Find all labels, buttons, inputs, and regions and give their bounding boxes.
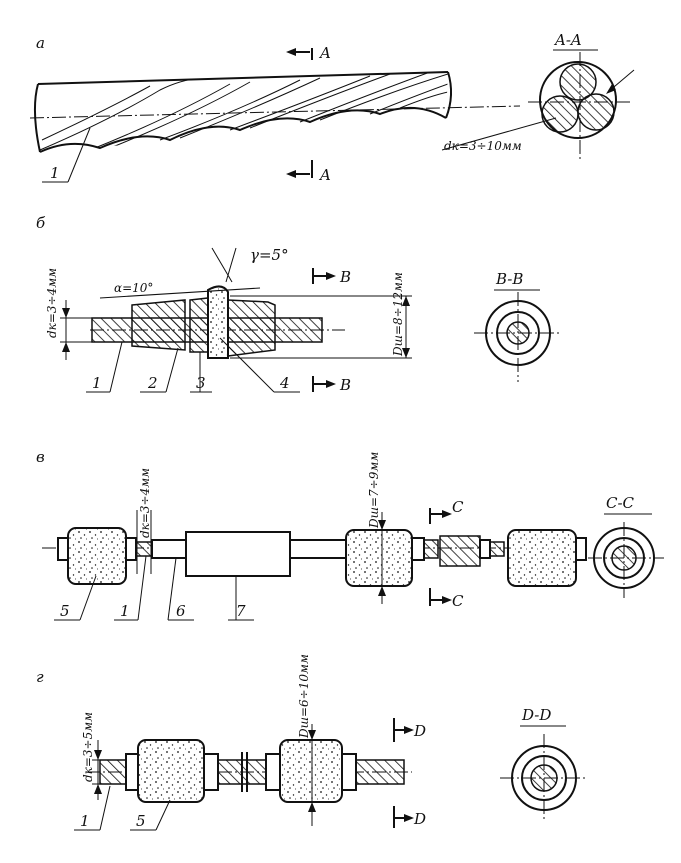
tool-b-bushing (131, 299, 186, 351)
tool-v-sleeve (185, 531, 291, 577)
tool-g-dsh-label: Dш=6÷10мм (297, 654, 311, 739)
panel-b-tool: б α=10° γ=5° dк=3÷4мм Dш=8÷12мм B (36, 214, 562, 394)
tool-b-dk-label: dк=3÷4мм (45, 268, 59, 338)
callout-v-5-leader (79, 575, 97, 621)
callout-v-1-leader (137, 555, 147, 621)
section-b-b-title: B-B (495, 270, 523, 288)
tool-g-bead-2 (279, 739, 343, 803)
tool-b-gamma-line-2 (225, 247, 237, 283)
callout-b-4-leader (219, 337, 275, 393)
section-d-bottom-label: D (413, 810, 426, 828)
tool-g-bead-1 (137, 739, 205, 803)
panel-b-letter: б (36, 214, 46, 232)
tool-g-collar-4 (341, 753, 357, 791)
wire-3 (577, 93, 615, 131)
callout-b-2: 2 (147, 374, 158, 392)
rope-strands (39, 72, 448, 151)
callout-v-1: 1 (120, 602, 130, 620)
tool-v-bead-2 (345, 529, 413, 587)
section-b-bottom-label: B (339, 376, 351, 394)
dk-note: dк=3÷10мм (444, 139, 522, 153)
section-c-top-label: C (452, 498, 464, 516)
callout-b-4: 4 (279, 374, 290, 392)
tool-g-collar-2 (203, 753, 219, 791)
section-a-top-label: A (318, 44, 331, 62)
section-a-bottom-label: A (318, 166, 331, 184)
tool-v-bead-1 (67, 527, 127, 585)
section-c-c-title: C-C (606, 494, 635, 512)
rope-top-edge (37, 71, 449, 85)
callout-g-5-leader (155, 799, 171, 831)
tool-v-collar-1 (125, 537, 137, 561)
tool-b-right-body (227, 299, 276, 357)
section-a-a-outline (539, 61, 617, 139)
callout-b-1: 1 (92, 374, 102, 392)
tool-b-ring (189, 297, 209, 353)
rope-left-end (33, 83, 41, 153)
tool-b-grain-segment (207, 285, 229, 359)
panel-g-letter: г (36, 668, 44, 686)
section-d-d-title: D-D (521, 706, 551, 724)
rope-bottom-edge (39, 106, 447, 153)
tool-v-bead-3 (507, 529, 577, 587)
callout-b-1-leader (109, 341, 123, 393)
tool-b-dsh-label: Dш=8÷12мм (391, 272, 405, 357)
panel-v-tool: в dк=3÷4мм Dш=7÷9мм C C (36, 448, 664, 621)
tool-g-collar-3 (265, 753, 281, 791)
rope-axis (29, 105, 521, 119)
callout-1-a: 1 (50, 164, 60, 182)
tool-v-wire-3 (489, 541, 505, 557)
callout-g-1: 1 (80, 812, 90, 830)
callout-v-5: 5 (60, 602, 70, 620)
callout-v-6: 6 (176, 602, 186, 620)
tool-b-alpha: α=10° (114, 281, 153, 295)
tool-g-dk-label: dк=3÷5мм (81, 712, 95, 782)
rope-right-end (445, 71, 452, 119)
wire-1 (559, 63, 597, 101)
tool-v-spacer-1 (151, 539, 191, 559)
callout-v-6-leader (167, 557, 177, 621)
tool-v-wire-2 (423, 539, 439, 559)
wire-2 (541, 95, 579, 133)
callout-b-2-leader (165, 347, 179, 393)
tool-b-angle-line (99, 287, 261, 299)
panel-a-rope: а A A 1 (29, 31, 635, 184)
tool-b-gamma-line-1 (211, 247, 233, 283)
tool-v-coil (439, 535, 481, 567)
tool-b-gamma: γ=5° (250, 246, 289, 264)
section-b-top-label: B (339, 268, 351, 286)
callout-g-1-leader (99, 785, 111, 831)
section-c-bottom-label: C (452, 592, 464, 610)
callout-g-5: 5 (136, 812, 146, 830)
tool-v-dk-label: dк=3÷4мм (138, 468, 152, 538)
tool-v-collar-2 (411, 537, 425, 561)
panel-g-tool: г dк=3÷5мм Dш=6÷10мм D D (36, 654, 588, 831)
callout-b-3: 3 (196, 374, 206, 392)
panel-v-letter: в (36, 448, 45, 466)
tool-v-dsh-label: Dш=7÷9мм (367, 452, 381, 529)
tool-v-spacer-2 (289, 539, 347, 559)
section-a-a-title: A-A (553, 31, 582, 49)
tool-v-wire-1 (135, 541, 153, 557)
panel-a-letter: а (36, 34, 45, 52)
callout-v-7: 7 (236, 602, 246, 620)
tool-v-collar-3 (575, 537, 587, 561)
section-d-top-label: D (413, 722, 426, 740)
tool-v-spacer-3 (479, 539, 491, 559)
callout-1-a-leader (67, 127, 91, 183)
dk-leader (441, 117, 557, 151)
